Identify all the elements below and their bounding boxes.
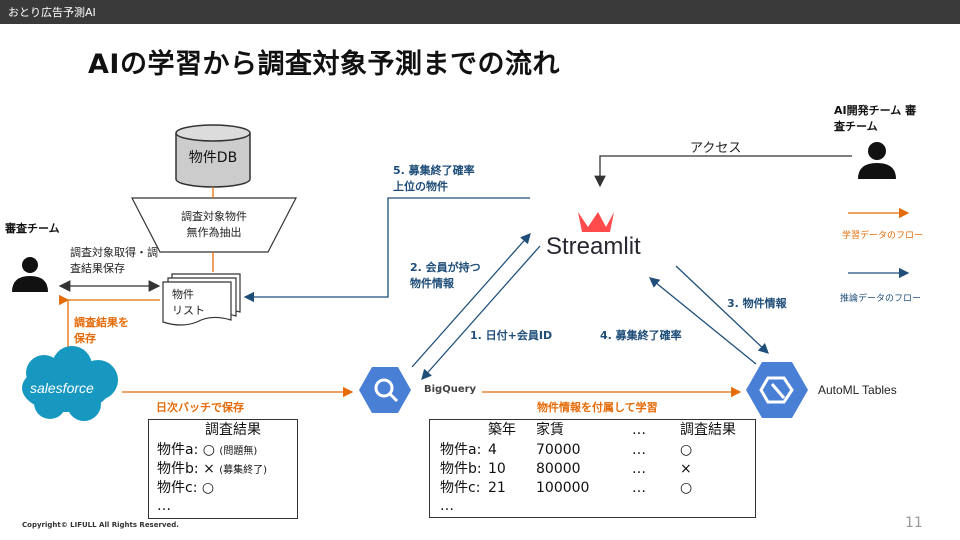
training-table-more: … [440, 498, 454, 514]
table-cell-age: 10 [488, 461, 506, 477]
table-cell-result: × [680, 461, 692, 477]
extract-label-line2: 無作為抽出 [186, 226, 242, 239]
ai-team-label-line2: 査チーム [834, 120, 878, 133]
extract-label-line1: 調査対象物件 [181, 210, 247, 223]
streamlit-logo-icon [578, 212, 614, 232]
table-row: 物件a: ○ (問題無) [157, 442, 258, 458]
slide-title: AIの学習から調査対象予測までの流れ [88, 49, 560, 80]
train-label: 物件情報を付属して学習 [537, 401, 658, 414]
save-results-label-line1: 調査結果を [74, 316, 129, 329]
salesforce-wordmark: salesforce [30, 380, 94, 396]
streamlit-wordmark: Streamlit [546, 233, 641, 260]
salesforce-cloud-icon [22, 346, 118, 421]
database-icon [175, 124, 251, 188]
results-table-more: … [157, 498, 171, 514]
batch-save-label: 日次バッチで保存 [156, 401, 244, 414]
ai-team-label-line1: AI開発チーム 審 [834, 104, 917, 117]
app-title-bar: おとり広告予測AI [0, 0, 960, 24]
extract-filter-shape [131, 197, 297, 253]
results-table: 調査結果 物件a: ○ (問題無) 物件b: × (募集終了) 物件c: ○ … [148, 419, 298, 519]
results-table-header: 調査結果 [205, 422, 261, 438]
table-cell-result: ○ [680, 480, 693, 496]
training-table: 築年 家賃 … 調査結果 物件a: 4 70000 … ○ 物件b: 10 80… [429, 419, 756, 518]
list-label-line1: 物件 [172, 288, 194, 301]
table-cell-age: 4 [488, 442, 497, 458]
database-label: 物件DB [188, 150, 238, 166]
table-cell-dots: … [632, 480, 646, 496]
review-team-label: 審査チーム [5, 222, 60, 235]
bigquery-hexagon-icon [359, 367, 411, 413]
ai-team-person-icon [858, 142, 896, 179]
step1-label: 1. 日付+会員ID [470, 329, 553, 342]
legend-learning-label: 学習データのフロー [842, 231, 924, 241]
automl-hexagon-icon [746, 362, 808, 418]
table-cell-rent: 70000 [536, 442, 581, 458]
table-row-name: 物件c: [440, 480, 481, 496]
table-cell-dots: … [632, 461, 646, 477]
step2-label-line2: 物件情報 [410, 277, 454, 290]
automl-label: AutoML Tables [818, 383, 897, 397]
training-header-result: 調査結果 [680, 422, 736, 438]
training-header-age: 築年 [488, 422, 516, 438]
app-title: おとり広告予測AI [8, 6, 96, 19]
table-cell-rent: 80000 [536, 461, 581, 477]
page-number: 11 [905, 515, 923, 531]
step5-label-line2: 上位の物件 [393, 180, 448, 193]
table-cell-result: ○ [680, 442, 693, 458]
review-action-line2: 査結果保存 [70, 262, 125, 275]
training-header-rent: 家賃 [536, 422, 564, 438]
step2-label-line1: 2. 会員が持つ [410, 261, 481, 274]
step3-label: 3. 物件情報 [727, 297, 787, 310]
table-row-name: 物件a: [440, 442, 482, 458]
review-team-person-icon [12, 257, 48, 292]
bigquery-label: BigQuery [424, 384, 477, 395]
table-row: 物件b: × (募集終了) [157, 461, 268, 477]
save-results-label-line2: 保存 [74, 332, 96, 345]
table-cell-dots: … [632, 442, 646, 458]
table-row-name: 物件b: [440, 461, 482, 477]
step5-label-line1: 5. 募集終了確率 [393, 164, 475, 177]
table-row: 物件c: ○ [157, 480, 215, 496]
list-label-line2: リスト [172, 304, 205, 317]
step4-label: 4. 募集終了確率 [600, 329, 682, 342]
table-cell-age: 21 [488, 480, 506, 496]
copyright: Copyright© LIFULL All Rights Reserved. [22, 521, 179, 529]
document-stack-icon [162, 273, 241, 326]
table-cell-rent: 100000 [536, 480, 590, 496]
training-header-dots: … [632, 422, 646, 438]
legend-inference-label: 推論データのフロー [840, 294, 922, 304]
review-action-line1: 調査対象取得・調 [70, 246, 158, 259]
access-label: アクセス [690, 141, 742, 156]
